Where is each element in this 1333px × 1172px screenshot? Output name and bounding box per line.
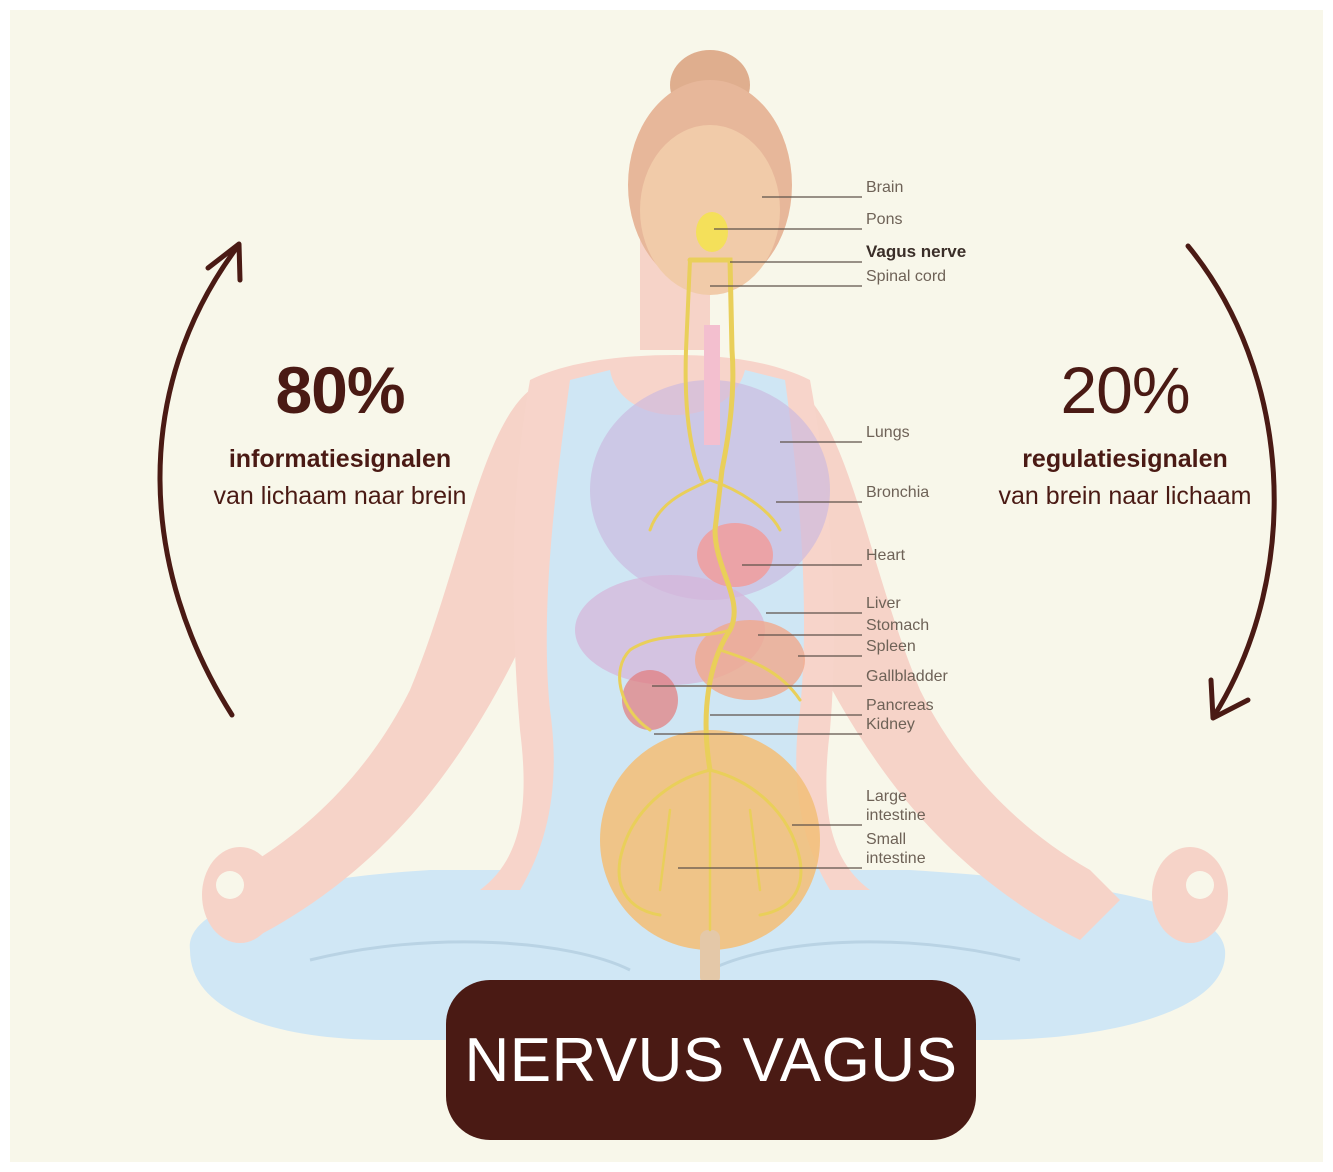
label-lungs: Lungs — [866, 424, 910, 441]
right-hand-shape — [1152, 847, 1228, 943]
label-pons: Pons — [866, 211, 902, 228]
label-small-intestine-line1: Small — [866, 831, 906, 848]
right-direction: van brein naar lichaam — [965, 482, 1285, 511]
label-small-intestine-line2: intestine — [866, 850, 926, 867]
label-large-intestine-line2: intestine — [866, 807, 926, 824]
label-stomach: Stomach — [866, 617, 929, 634]
right-percentage: 20% — [965, 355, 1285, 425]
left-hand-shape — [202, 847, 278, 943]
label-brain: Brain — [866, 179, 903, 196]
heart-shape — [697, 523, 773, 587]
right-stat: 20% regulatiesignalen van brein naar lic… — [965, 355, 1285, 511]
label-kidney: Kidney — [866, 716, 915, 733]
spinal-cord-shape — [704, 325, 720, 445]
label-vagus-nerve: Vagus nerve — [866, 243, 966, 260]
left-stat: 80% informatiesignalen van lichaam naar … — [180, 355, 500, 511]
title-banner: NERVUS VAGUS — [446, 980, 976, 1140]
left-direction: van lichaam naar brein — [180, 482, 500, 511]
left-percentage: 80% — [180, 355, 500, 425]
pons-shape — [696, 212, 728, 252]
label-pancreas: Pancreas — [866, 697, 934, 714]
left-signal-type: informatiesignalen — [180, 445, 500, 474]
label-large-intestine-line1: Large — [866, 788, 907, 805]
right-signal-type: regulatiesignalen — [965, 445, 1285, 474]
label-gallbladder: Gallbladder — [866, 668, 948, 685]
label-spleen: Spleen — [866, 638, 916, 655]
label-liver: Liver — [866, 595, 901, 612]
label-bronchia: Bronchia — [866, 484, 929, 501]
kidney-shape — [622, 670, 678, 730]
label-spinal-cord: Spinal cord — [866, 268, 946, 285]
label-heart: Heart — [866, 547, 905, 564]
infographic-canvas: 80% informatiesignalen van lichaam naar … — [10, 10, 1323, 1162]
title-text: NERVUS VAGUS — [465, 1025, 958, 1096]
